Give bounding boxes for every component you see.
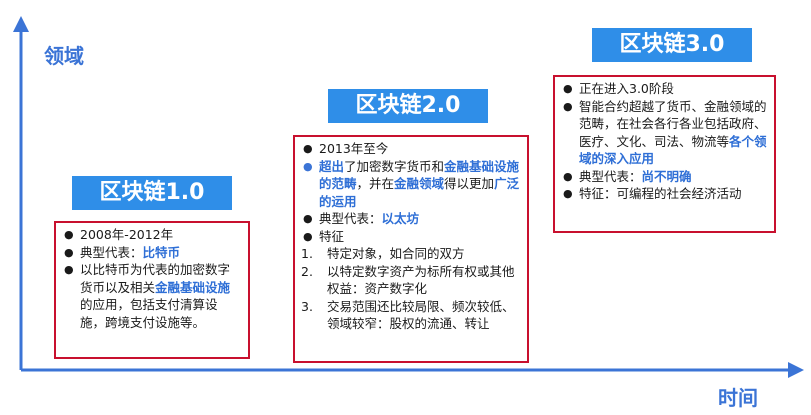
y-axis-arrow bbox=[13, 16, 29, 32]
card-list-item: ● 典型代表：以太坊 bbox=[301, 210, 521, 228]
stage-1-card: ● 2008年-2012年 ● 典型代表：比特币 ● 以比特币为代表的加密数字货币以及相关… bbox=[54, 221, 250, 359]
stage-2-card: ● 2013年至今 ● 超出了加密数字货币和金融基础设施的范畴，并在金融领域得以更加广… bbox=[293, 135, 529, 363]
item-text: 特定对象，如合同的双方 bbox=[327, 246, 465, 261]
card-list-item: 2. 以特定数字资产为标所有权或其他权益：资产数字化 bbox=[301, 263, 521, 298]
bullet-icon: ● bbox=[563, 99, 573, 113]
x-axis-label: 时间 bbox=[718, 386, 758, 410]
item-text: 特征 bbox=[319, 228, 345, 244]
item-text: 智能合约超越了货币、金融领域的范畴，在社会各行各业包括政府、医疗、文化、司法、物… bbox=[579, 98, 767, 149]
stage-1-title: 区块链1.0 bbox=[72, 176, 232, 210]
item-text: 2008年-2012年 bbox=[80, 227, 174, 242]
card-list-item: 3. 交易范围还比较局限、频次较低、领域较窄：股权的流通、转让 bbox=[301, 298, 521, 333]
stage-3-title: 区块链3.0 bbox=[592, 28, 752, 62]
highlighted-text: 金融基础设施 bbox=[155, 279, 231, 295]
bullet-icon: ● bbox=[64, 263, 74, 276]
y-axis-label: 领域 bbox=[44, 44, 84, 68]
card-list-item: ● 2013年至今 bbox=[301, 140, 521, 158]
item-text: 交易范围还比较局限、频次较低、领域较窄：股权的流通、转让 bbox=[327, 298, 515, 332]
card-list-item: ● 特征 bbox=[301, 228, 521, 246]
item-text: 典型代表： bbox=[579, 168, 642, 184]
card-list-item: ● 以比特币为代表的加密数字货币以及相关金融基础设施的应用，包括支付清算设施，跨境… bbox=[62, 261, 242, 331]
highlighted-text: 以太坊 bbox=[381, 211, 420, 226]
item-text: 得以更加 bbox=[444, 176, 495, 191]
card-list-item: 1. 特定对象，如合同的双方 bbox=[301, 245, 521, 263]
bullet-icon: ● bbox=[64, 245, 74, 259]
highlighted-text: 金融基础设施的范畴 bbox=[319, 158, 520, 192]
stage-2-title: 区块链2.0 bbox=[328, 89, 488, 123]
highlighted-text: 尚不明确 bbox=[641, 168, 692, 184]
stage-3-card: ● 正在进入3.0阶段 ● 智能合约超越了货币、金融领域的范畴，在社会各行各业包括政府… bbox=[553, 75, 776, 233]
list-number: 2. bbox=[301, 263, 313, 279]
item-text: 了加密数字货币和 bbox=[344, 158, 445, 174]
bullet-icon: ● bbox=[563, 169, 573, 183]
list-number: 3. bbox=[301, 298, 313, 314]
highlighted-text: 金融领域 bbox=[394, 176, 445, 191]
item-text: 典型代表： bbox=[80, 244, 143, 260]
highlighted-text: 各个领域的深入应用 bbox=[579, 133, 767, 167]
card-list-item: ● 特征：可编程的社会经济活动 bbox=[561, 185, 768, 203]
highlighted-text: 超出 bbox=[319, 158, 345, 174]
bullet-icon: ● bbox=[303, 159, 313, 173]
bullet-icon: ● bbox=[303, 142, 313, 155]
item-text: 特征：可编程的社会经济活动 bbox=[579, 186, 742, 201]
card-list-item: ● 智能合约超越了货币、金融领域的范畴，在社会各行各业包括政府、医疗、文化、司法、… bbox=[561, 98, 768, 168]
card-list-item: ● 典型代表：尚不明确 bbox=[561, 168, 768, 186]
highlighted-text: 广泛的运用 bbox=[319, 176, 520, 209]
item-text: 以特定数字资产为标所有权或其他权益：资产数字化 bbox=[327, 263, 515, 297]
x-axis-arrow bbox=[788, 362, 804, 378]
bullet-icon: ● bbox=[563, 187, 573, 200]
item-text: 正在进入3.0阶段 bbox=[579, 81, 674, 96]
item-text: 的应用，包括支付清算设施，跨境支付设施等。 bbox=[80, 297, 218, 330]
card-list-item: ● 典型代表：比特币 bbox=[62, 244, 242, 262]
bullet-icon: ● bbox=[64, 228, 74, 241]
item-text: 2013年至今 bbox=[319, 141, 389, 156]
item-text: ，并在 bbox=[356, 176, 395, 191]
bullet-icon: ● bbox=[563, 82, 573, 95]
card-list-item: ● 正在进入3.0阶段 bbox=[561, 80, 768, 98]
card-list-item: ● 超出了加密数字货币和金融基础设施的范畴，并在金融领域得以更加广泛的运用 bbox=[301, 158, 521, 211]
bullet-icon: ● bbox=[303, 212, 313, 225]
item-text: 典型代表： bbox=[319, 211, 382, 226]
bullet-icon: ● bbox=[303, 229, 313, 243]
list-number: 1. bbox=[301, 246, 313, 261]
item-text: 以比特币为代表的加密数字货币以及相关 bbox=[80, 262, 231, 295]
card-list-item: ● 2008年-2012年 bbox=[62, 226, 242, 244]
highlighted-text: 比特币 bbox=[142, 244, 181, 260]
